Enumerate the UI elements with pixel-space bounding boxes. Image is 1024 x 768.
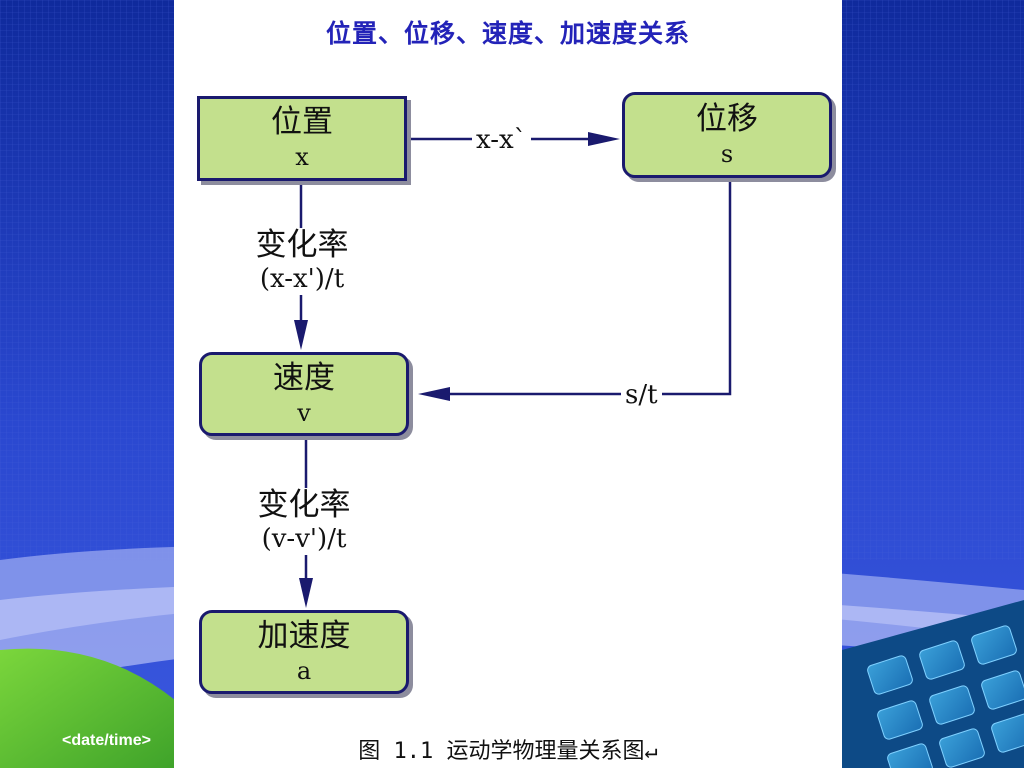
node-symbol: x xyxy=(295,143,309,172)
node-velocity: 速度 v xyxy=(199,352,409,436)
edge-label-position-velocity: 变化率 (x-x')/t xyxy=(232,227,372,295)
node-acceleration: 加速度 a xyxy=(199,610,409,694)
arrowhead-right xyxy=(588,132,620,146)
node-position: 位置 x xyxy=(197,96,407,181)
edge-label-text: 变化率 xyxy=(257,487,351,523)
node-label: 速度 xyxy=(273,359,335,396)
slide-title: 位置、位移、速度、加速度关系 xyxy=(325,19,690,48)
keyboard-image xyxy=(842,600,1024,768)
edge-displacement-velocity-line xyxy=(426,180,732,396)
edge-label-text: 变化率 xyxy=(255,227,349,263)
node-symbol: v xyxy=(297,398,311,427)
edge-label-velocity-acceleration: 变化率 (v-v')/t xyxy=(234,487,374,555)
node-label: 位置 xyxy=(271,104,333,141)
footer-date: <date/time> xyxy=(62,732,151,749)
node-label: 加速度 xyxy=(257,617,351,654)
node-symbol: s xyxy=(720,139,734,168)
diagram-panel: 位置、位移、速度、加速度关系 位置 x 位移 s 速度 v xyxy=(174,0,842,768)
arrowhead-down xyxy=(299,578,313,608)
node-label: 位移 xyxy=(696,100,758,137)
node-symbol: a xyxy=(296,656,312,685)
edge-label-displacement-velocity: s/t xyxy=(621,381,662,410)
arrowhead-down xyxy=(294,320,308,350)
edge-label-formula: (v-v')/t xyxy=(261,523,347,554)
figure-caption: 图 1.1 运动学物理量关系图↵ xyxy=(358,739,658,764)
node-displacement: 位移 s xyxy=(622,92,832,178)
edge-label-formula: (x-x')/t xyxy=(259,263,345,294)
arrowhead-left xyxy=(418,387,450,401)
edge-label-position-displacement: x-x` xyxy=(472,126,531,155)
